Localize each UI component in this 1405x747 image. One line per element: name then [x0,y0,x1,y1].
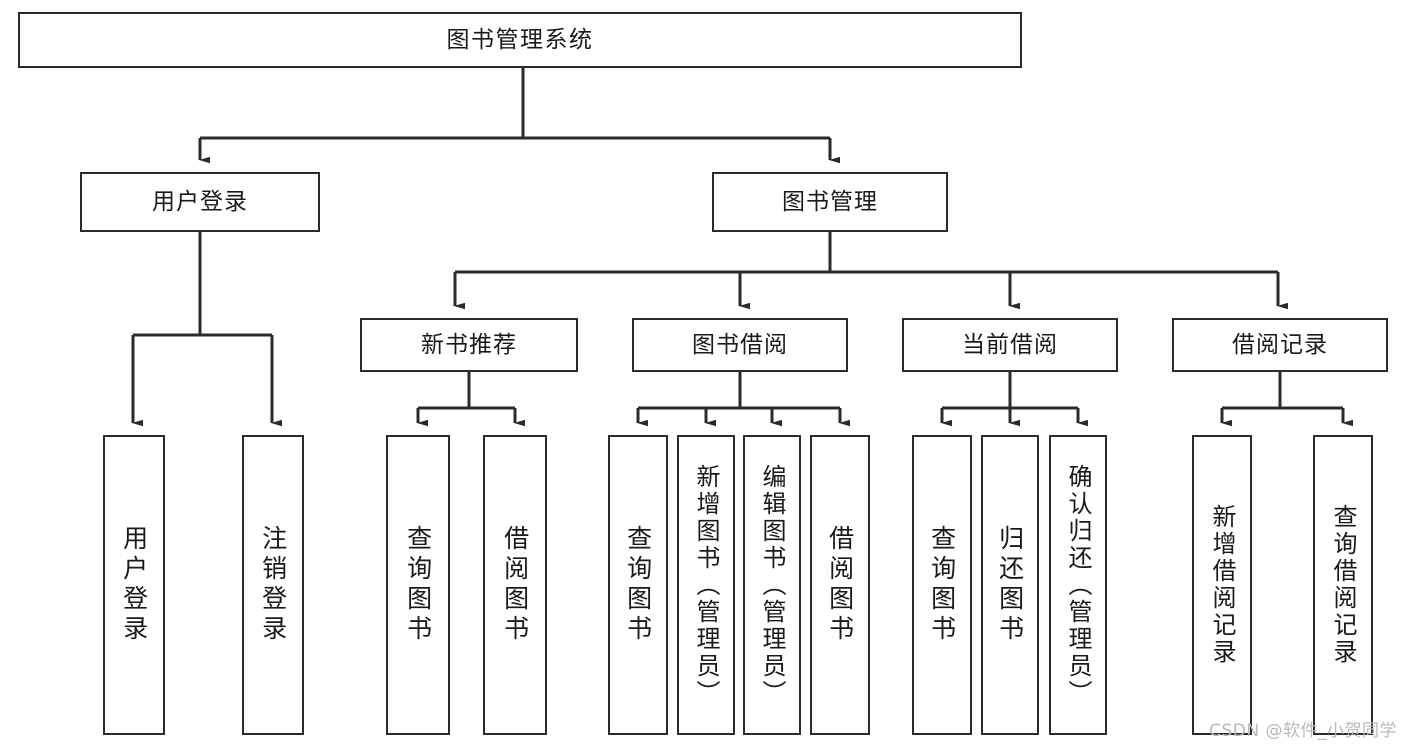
node-book-borrow[interactable]: 图书借阅 [632,318,848,372]
leaf-confirm-return-admin[interactable]: 确认归还（管理员） [1049,435,1107,735]
node-label: 借阅图书 [825,525,855,645]
node-borrow-record[interactable]: 借阅记录 [1172,318,1388,372]
leaf-query-books-borrow[interactable]: 查询图书 [608,435,668,735]
leaf-edit-book-admin[interactable]: 编辑图书（管理员） [743,435,801,735]
node-label: 借阅图书 [500,525,530,645]
leaf-user-login[interactable]: 用户登录 [103,435,165,735]
node-label: 查询借阅记录 [1329,504,1357,666]
leaf-borrow-books-recommend[interactable]: 借阅图书 [483,435,547,735]
leaf-query-books-current[interactable]: 查询图书 [912,435,972,735]
node-book-management[interactable]: 图书管理 [712,172,948,232]
node-label: 注销登录 [258,525,288,645]
node-label: 图书管理 [782,188,878,215]
node-label: 用户登录 [119,525,149,645]
node-root-library-system[interactable]: 图书管理系统 [18,12,1022,68]
node-label: 查询图书 [403,525,433,645]
leaf-query-books-recommend[interactable]: 查询图书 [386,435,450,735]
leaf-logout-login[interactable]: 注销登录 [242,435,304,735]
node-current-borrow[interactable]: 当前借阅 [902,318,1118,372]
node-label: 确认归还（管理员） [1064,463,1092,707]
node-label: 查询图书 [623,525,653,645]
node-label: 当前借阅 [962,331,1058,358]
leaf-add-book-admin[interactable]: 新增图书（管理员） [677,435,735,735]
node-label: 借阅记录 [1232,331,1328,358]
node-label: 图书借阅 [692,331,788,358]
csdn-watermark: CSDN @软件_小贺同学 [1209,721,1397,741]
node-label: 用户登录 [152,188,248,215]
node-label: 新增借阅记录 [1208,504,1236,666]
node-label: 查询图书 [927,525,957,645]
node-label: 归还图书 [995,525,1025,645]
leaf-query-borrow-record[interactable]: 查询借阅记录 [1313,435,1373,735]
leaf-borrow-books[interactable]: 借阅图书 [810,435,870,735]
node-new-book-recommend[interactable]: 新书推荐 [360,318,578,372]
node-user-login[interactable]: 用户登录 [80,172,320,232]
node-label: 新书推荐 [421,331,517,358]
node-label: 图书管理系统 [446,26,594,53]
node-label: 编辑图书（管理员） [758,463,786,707]
node-label: 新增图书（管理员） [692,463,720,707]
leaf-return-books[interactable]: 归还图书 [981,435,1039,735]
leaf-add-borrow-record[interactable]: 新增借阅记录 [1192,435,1252,735]
